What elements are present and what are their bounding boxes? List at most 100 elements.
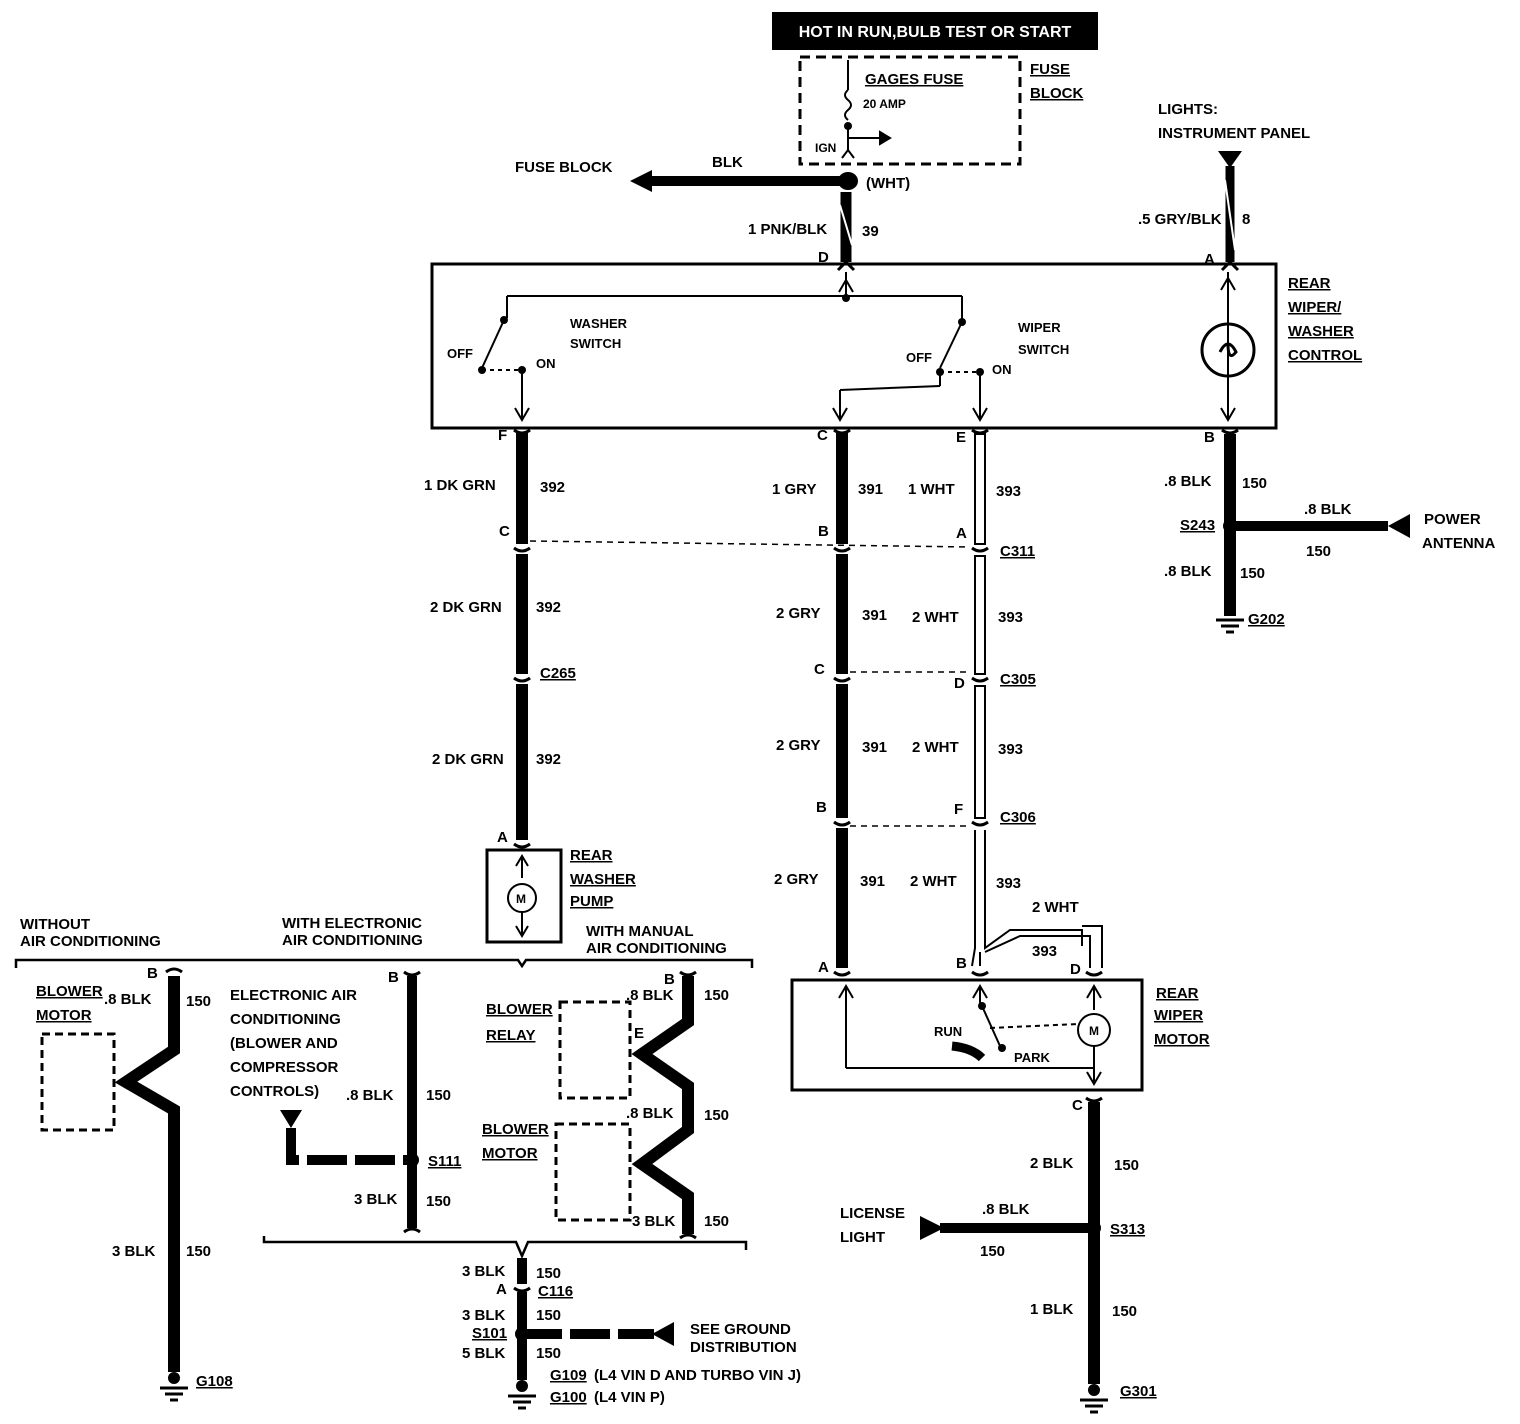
eac-text-3: (BLOWER AND	[230, 1035, 338, 1052]
ground-g202-symbol	[1214, 618, 1246, 634]
wiper-switch-label-2: SWITCH	[1018, 342, 1069, 357]
wiper-motor-internals	[838, 984, 1111, 1086]
lights-pin: A	[1204, 251, 1215, 268]
ground-g202: G202	[1248, 611, 1285, 628]
eac-text-4: COMPRESSOR	[230, 1059, 339, 1076]
banner	[772, 12, 1098, 50]
blower-motor-box-1	[40, 1032, 116, 1132]
connector-dashed-lines	[529, 540, 971, 827]
wht-circuit-5: 393	[1032, 943, 1057, 960]
rear-washer-pump-box	[485, 848, 563, 944]
washer-pin-a: A	[497, 829, 508, 846]
splice-s313-label: S313	[1110, 1221, 1145, 1238]
eac-text-1: ELECTRONIC AIR	[230, 987, 357, 1004]
blower-relay-name-1: BLOWER	[486, 1001, 553, 1018]
without-ac-wire	[114, 967, 183, 1372]
lights-label-2: INSTRUMENT PANEL	[1158, 125, 1310, 142]
license-wire: .8 BLK	[982, 1201, 1030, 1218]
license-label-1: LICENSE	[840, 1205, 905, 1222]
washer-off: OFF	[447, 346, 473, 361]
ground-g100: G100	[550, 1389, 587, 1406]
control-name-1: REAR	[1288, 275, 1331, 292]
wht-circuit-wire	[971, 428, 1103, 977]
eac-pin-b: B	[388, 969, 399, 986]
blower-motor-1-name-2: MOTOR	[36, 1007, 92, 1024]
gry-pin-b2: B	[816, 799, 827, 816]
wht-pin-f: F	[954, 801, 963, 818]
manual-wire-08-2: .8 BLK	[626, 1105, 674, 1122]
fuse-block-arrow	[630, 170, 652, 192]
manual-ac-1: WITH MANUAL	[586, 923, 693, 940]
ground-g108: G108	[196, 1373, 233, 1390]
without-circuit-2: 150	[186, 1243, 211, 1260]
pump-name-1: REAR	[570, 847, 613, 864]
wht-pin-d2: D	[1070, 961, 1081, 978]
splice-s313	[1087, 1221, 1101, 1235]
option-bracket-bottom	[262, 1236, 748, 1260]
wht-wire-4: 2 WHT	[910, 873, 957, 890]
eac-circuit-1: 150	[426, 1087, 451, 1104]
wiper-motor-pin-c: C	[1072, 1097, 1083, 1114]
manual-pin-b: B	[664, 971, 675, 988]
wiper-motor-name-3: MOTOR	[1154, 1031, 1210, 1048]
fuse-left-dest: FUSE BLOCK	[515, 159, 613, 176]
gry-wire-3: 2 GRY	[776, 737, 820, 754]
rear-wiper-motor-box	[790, 978, 1144, 1092]
wht-wire-1: 1 WHT	[908, 481, 955, 498]
antenna-label-1: POWER	[1424, 511, 1481, 528]
washer-circuit-2: 392	[536, 599, 561, 616]
blower-motor-2-name-2: MOTOR	[482, 1145, 538, 1162]
right-wire-1: .8 BLK	[1164, 473, 1212, 490]
license-label-2: LIGHT	[840, 1229, 885, 1246]
wiper-motor-name-1: REAR	[1156, 985, 1199, 1002]
without-ac-2: AIR CONDITIONING	[20, 933, 161, 950]
lights-wire-label: .5 GRY/BLK	[1138, 211, 1222, 228]
wht-circuit-3: 393	[998, 741, 1023, 758]
fuse-ign: IGN	[815, 141, 836, 155]
bottom-circuit-3: 150	[536, 1345, 561, 1362]
antenna-wire: .8 BLK	[1304, 501, 1352, 518]
without-ac-1: WITHOUT	[20, 916, 90, 933]
pump-name-2: WASHER	[570, 871, 636, 888]
lights-arrow	[1218, 151, 1242, 168]
fuse-element	[841, 60, 892, 159]
license-arrow	[920, 1216, 944, 1240]
ground-g301-symbol	[1078, 1398, 1110, 1414]
washer-switch-label-2: SWITCH	[570, 336, 621, 351]
washer-circuit-wire	[513, 428, 531, 849]
wht-conn-c305: C305	[1000, 671, 1036, 688]
manual-circuit-2: 150	[704, 1107, 729, 1124]
motor-circuit-2: 150	[1112, 1303, 1137, 1320]
bottom-pin-a: A	[496, 1281, 507, 1298]
splice-s101	[515, 1327, 529, 1341]
motor-wire-2: 1 BLK	[1030, 1301, 1074, 1318]
splice-s111-label: S111	[428, 1153, 461, 1170]
pump-name-3: PUMP	[570, 893, 613, 910]
eac-text-5: CONTROLS)	[230, 1083, 319, 1100]
ground-g109-note: (L4 VIN D AND TURBO VIN J)	[594, 1367, 801, 1384]
connector-terminals-top	[836, 259, 1240, 272]
without-wire-08: .8 BLK	[104, 991, 152, 1008]
ground-g301: G301	[1120, 1383, 1157, 1400]
ground-g100-note: (L4 VIN P)	[594, 1389, 665, 1406]
right-ground-wire	[1221, 428, 1388, 616]
lamp-symbol	[1200, 322, 1256, 378]
fuse-block-label-1: FUSE	[1030, 61, 1070, 78]
wiper-run-contact-bar	[951, 1041, 986, 1062]
switch-wiring	[481, 272, 1236, 422]
blower-relay-box	[558, 1000, 632, 1100]
splice-s243	[1223, 519, 1237, 533]
manual-ac-2: AIR CONDITIONING	[586, 940, 727, 957]
without-wire-3: 3 BLK	[112, 1243, 156, 1260]
see-ground-2: DISTRIBUTION	[690, 1339, 797, 1356]
antenna-circuit: 150	[1306, 543, 1331, 560]
right-circuit-2: 150	[1240, 565, 1265, 582]
gry-wire-1: 1 GRY	[772, 481, 816, 498]
fuse-block-label-2: BLOCK	[1030, 85, 1083, 102]
control-pin-f: F	[498, 427, 507, 444]
eac-text-2: CONDITIONING	[230, 1011, 341, 1028]
connector-c116: C116	[538, 1283, 573, 1300]
splice-s111	[405, 1153, 419, 1167]
antenna-label-2: ANTENNA	[1422, 535, 1495, 552]
right-circuit-1: 150	[1242, 475, 1267, 492]
